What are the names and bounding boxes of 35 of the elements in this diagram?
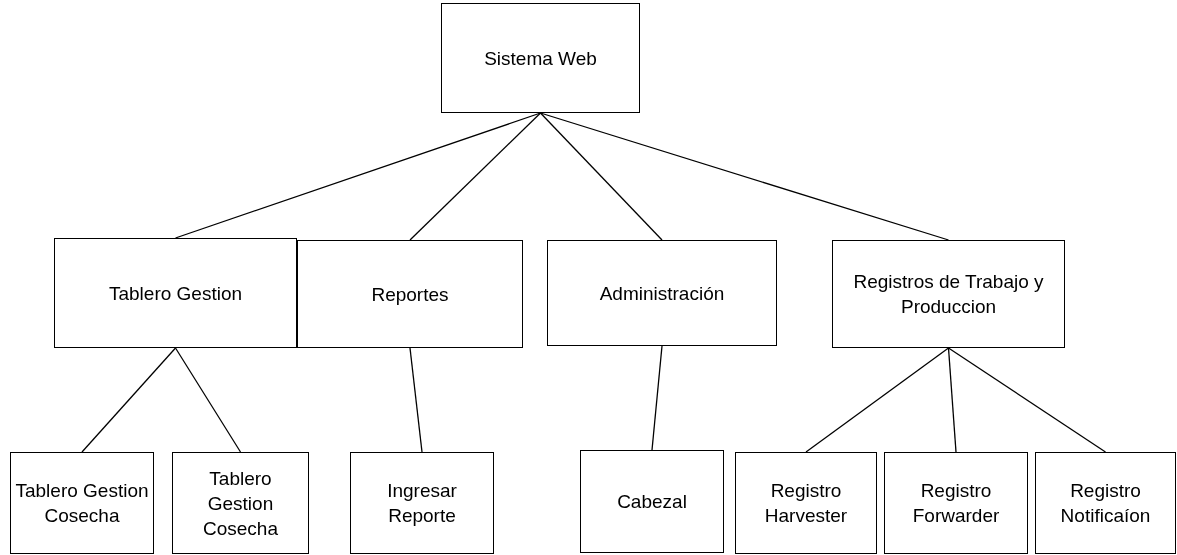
page-box [350,452,494,554]
connector-line [81,347,177,453]
connector-line [947,347,1107,453]
page-label: Registro Notificaíon [1059,479,1152,528]
connector-line [651,345,663,451]
page-label: Sistema Web [483,46,598,71]
page-label: Tablero Gestion [107,281,244,306]
connector-line [539,112,663,241]
connector-line [174,112,542,239]
page-label: Administración [598,281,726,306]
page-box [1035,452,1176,554]
page-label: Registro Forwarder [911,479,1001,528]
page-label: Ingresar Reporte [386,479,458,528]
page-box [884,452,1028,554]
connector-line [174,347,242,453]
connector-line [409,347,423,453]
page-box [580,450,724,553]
page-box [10,452,154,554]
page-box [735,452,877,554]
page-label: Tablero Gestion Cosecha [202,466,279,541]
connector-line [539,112,950,241]
page-label: Tablero Gestion Cosecha [14,479,150,528]
page-label: Registros de Trabajo y Produccion [852,270,1045,319]
connector-line [805,347,950,453]
page-box [297,240,523,348]
connector-line [947,347,957,453]
page-label: Registro Harvester [763,479,849,528]
page-label: Cabezal [616,490,688,514]
page-box [441,3,640,113]
page-box [54,238,297,348]
page-label: Reportes [370,282,450,307]
connector-line [409,112,542,241]
page-box [547,240,777,346]
page-box [832,240,1065,348]
page-box [172,452,309,554]
